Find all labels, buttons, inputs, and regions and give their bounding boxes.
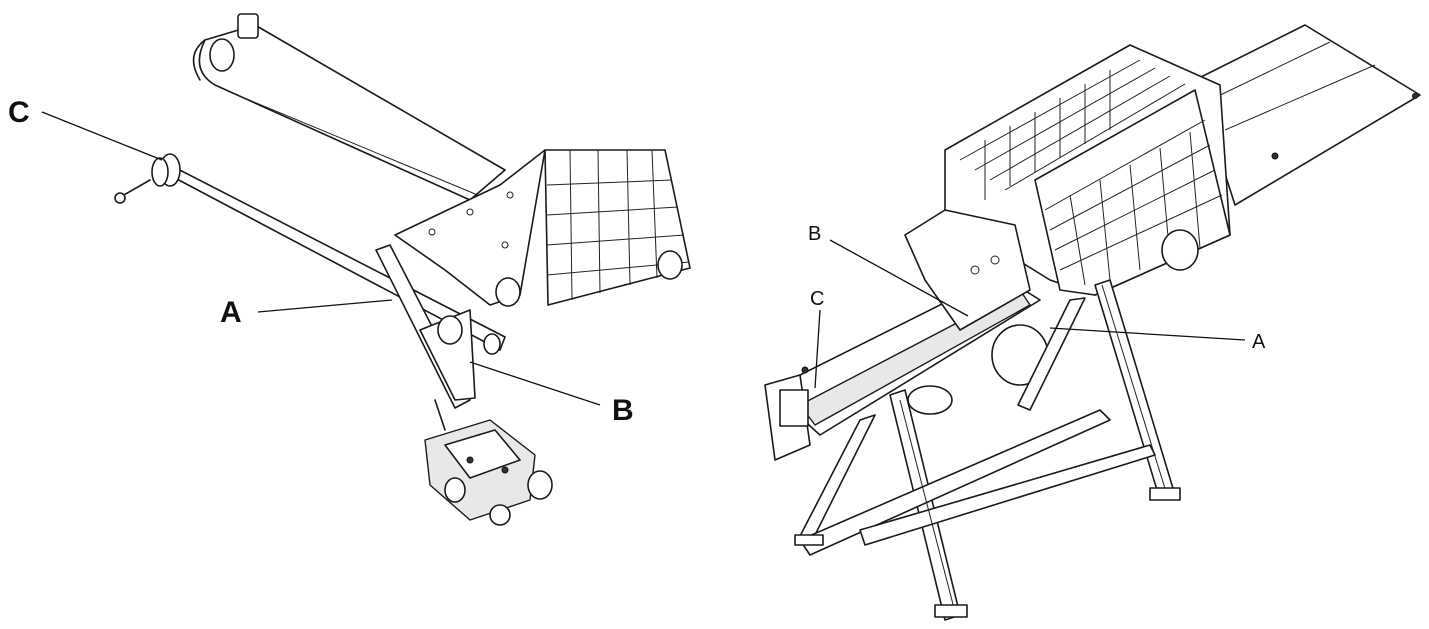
callout-label-a-right: A [1252,331,1266,353]
leader-c-right [814,309,821,389]
leader-a-left [257,299,393,313]
outfeed-chute [1194,24,1421,206]
drive-shaft [114,153,506,355]
support-frame [794,279,1181,621]
hydraulic-cylinder [192,13,506,201]
leader-b-right [829,239,969,317]
actuator-arm [375,244,476,431]
leader-a-right [1049,327,1246,341]
callout-label-c-right: C [810,288,824,310]
gearbox [424,419,553,526]
mesh-guard [495,149,691,307]
callout-label-b: B [612,394,634,427]
leader-b-left [469,361,601,406]
callout-label-b-right: B [808,223,821,245]
leader-c-left [41,111,163,161]
pusher-bracket [904,209,1031,331]
callout-label-a: A [220,296,242,329]
callout-label-c: C [8,96,30,129]
right-drawing: B C A [764,24,1421,621]
left-drawing: C A B [8,13,691,526]
